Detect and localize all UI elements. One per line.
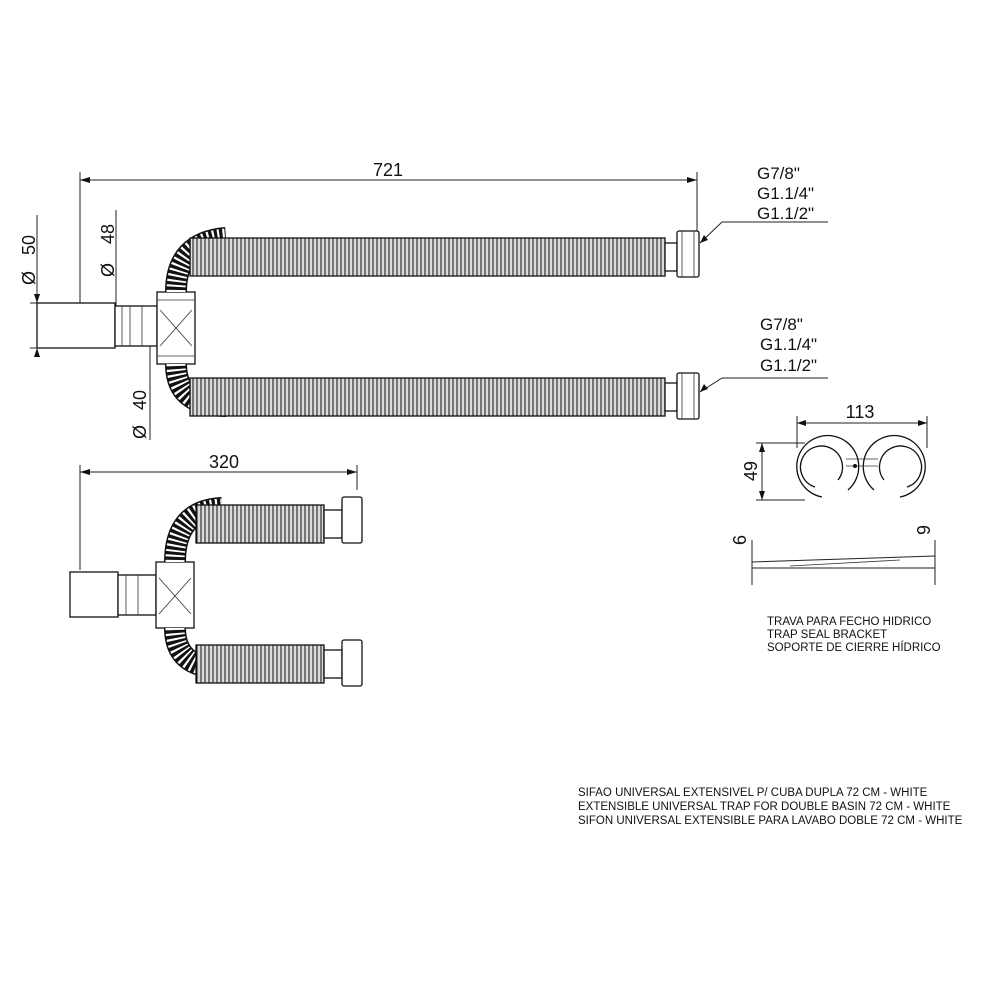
tee-valve-mark	[159, 309, 193, 347]
compact-lower-bend-ribs	[165, 627, 223, 678]
main-view: 721 50 Ø 48 Ø 40 Ø	[19, 160, 828, 440]
bracket-view: 113 49 6 9 TRAVA PARA FECHO HIDRICO TRAP…	[730, 402, 941, 654]
compact-view: 320	[69, 452, 363, 687]
dim-9: 9	[914, 525, 934, 535]
arrow-50-bottom	[34, 348, 40, 357]
compact-tee	[155, 561, 195, 629]
bracket-right-ring	[862, 434, 926, 498]
dim-40: 40	[130, 390, 150, 410]
arrow-320-right	[347, 469, 357, 475]
compact-upper-nut-neck	[323, 509, 343, 539]
outlet-pipe	[36, 302, 116, 349]
lower-hose	[189, 377, 666, 417]
arrow-50-top	[34, 294, 40, 303]
arrow-320-left	[80, 469, 90, 475]
dim-721: 721	[373, 160, 403, 180]
leader-lower-arrow	[700, 384, 708, 392]
product-caption-es: SIFON UNIVERSAL EXTENSIBLE PARA LAVABO D…	[578, 815, 963, 827]
dim-50: 50	[19, 235, 39, 255]
arrow-right	[687, 177, 697, 183]
compact-lower-nut	[341, 639, 363, 687]
lower-thread-3: G1.1/2"	[760, 356, 817, 375]
lower-thread-1: G7/8"	[760, 315, 803, 334]
outlet-coupling	[114, 305, 158, 347]
arrow-113-right	[918, 420, 927, 426]
bracket-profile-mid	[789, 559, 901, 567]
upper-bend-ribs	[166, 228, 228, 293]
upper-hose	[189, 237, 666, 277]
compact-upper-hose	[195, 504, 325, 544]
arrow-49-top	[759, 443, 765, 452]
lower-thread-2: G1.1/4"	[760, 335, 817, 354]
upper-thread-1: G7/8"	[757, 164, 800, 183]
compact-outlet	[69, 571, 119, 618]
bracket-hole	[853, 464, 857, 468]
arrow-49-bottom	[759, 491, 765, 500]
bracket-left-ring	[796, 434, 860, 498]
diameter-symbol-50: Ø	[19, 271, 39, 285]
product-caption: SIFAO UNIVERSAL EXTENSIVEL P/ CUBA DUPLA…	[578, 787, 963, 827]
bracket-caption-es: SOPORTE DE CIERRE HÍDRICO	[767, 641, 941, 654]
bracket-bridge	[846, 458, 878, 467]
arrow-left	[80, 177, 90, 183]
compact-tee-valve	[158, 577, 192, 615]
upper-nut-neck	[664, 242, 678, 272]
upper-thread-2: G1.1/4"	[757, 184, 814, 203]
dim-320: 320	[209, 452, 239, 472]
leader-upper-arrow	[700, 235, 708, 243]
dim-49: 49	[741, 461, 761, 481]
compact-coupling	[117, 574, 157, 616]
lower-nut-neck	[664, 382, 678, 412]
upper-nut	[676, 230, 700, 278]
dim-48: 48	[98, 224, 118, 244]
lower-nut	[676, 372, 700, 420]
product-caption-en: EXTENSIBLE UNIVERSAL TRAP FOR DOUBLE BAS…	[578, 801, 951, 813]
diameter-symbol-40: Ø	[130, 425, 150, 439]
diameter-symbol-48: Ø	[98, 263, 118, 277]
bracket-profile-top	[751, 555, 936, 563]
bracket-caption-en: TRAP SEAL BRACKET	[767, 629, 887, 641]
upper-thread-3: G1.1/2"	[757, 204, 814, 223]
compact-lower-nut-neck	[323, 649, 343, 679]
dim-6: 6	[730, 535, 750, 545]
arrow-113-left	[797, 420, 806, 426]
compact-lower-hose	[195, 644, 325, 684]
product-caption-pt: SIFAO UNIVERSAL EXTENSIVEL P/ CUBA DUPLA…	[578, 787, 928, 799]
dim-113: 113	[846, 402, 875, 422]
bracket-caption-pt: TRAVA PARA FECHO HIDRICO	[767, 616, 931, 628]
compact-upper-nut	[341, 496, 363, 544]
